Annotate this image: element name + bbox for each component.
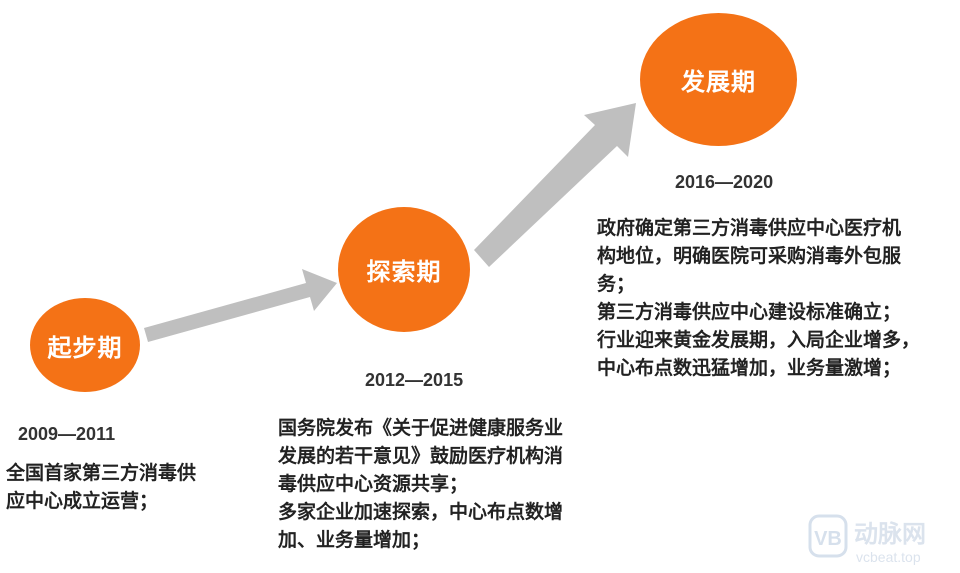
description-line: 中心布点数迅猛增加，业务量激增；	[597, 357, 902, 379]
vcbeat-watermark: VB 动脉网 vcbeat.top	[808, 514, 926, 565]
stage-circle-development: 发展期	[640, 13, 797, 146]
description-exploration: 国务院发布《关于促进健康服务业 发展的若干意见》鼓励医疗机构消 毒供应中心资源共…	[278, 414, 608, 554]
watermark-logo-box	[808, 514, 848, 558]
description-line: 应中心成立运营；	[6, 490, 159, 512]
description-line: 政府确定第三方消毒供应中心医疗机	[597, 217, 902, 239]
arrow-stage1-to-stage2	[144, 269, 337, 342]
period-exploration: 2012—2015	[365, 370, 464, 390]
description-line: 务；	[597, 273, 636, 295]
watermark-url: vcbeat.top	[856, 549, 921, 565]
description-line: 国务院发布《关于促进健康服务业	[278, 417, 564, 439]
description-line: 全国首家第三方消毒供	[6, 462, 197, 484]
stage-label-startup: 起步期	[47, 333, 123, 362]
arrow-stage2-to-stage3	[474, 103, 636, 267]
stage-label-development: 发展期	[681, 68, 756, 96]
watermark-brand: 动脉网	[854, 520, 926, 548]
description-line: 多家企业加速探索，中心布点数增	[278, 501, 564, 523]
description-line: 毒供应中心资源共享；	[278, 473, 469, 495]
description-line: 加、业务量增加；	[278, 529, 431, 551]
description-development: 政府确定第三方消毒供应中心医疗机 构地位，明确医院可采购消毒外包服 务； 第三方…	[597, 214, 957, 382]
stage-circle-exploration: 探索期	[338, 207, 470, 332]
description-startup: 全国首家第三方消毒供 应中心成立运营；	[6, 459, 236, 515]
watermark-logo-text: VB	[814, 528, 842, 550]
period-startup: 2009—2011	[18, 424, 116, 444]
period-development: 2016—2020	[675, 172, 774, 192]
description-line: 发展的若干意见》鼓励医疗机构消	[278, 445, 564, 467]
description-line: 构地位，明确医院可采购消毒外包服	[597, 245, 902, 267]
stage-circle-startup: 起步期	[30, 298, 140, 392]
description-line: 行业迎来黄金发展期，入局企业增多，	[597, 329, 921, 351]
description-line: 第三方消毒供应中心建设标准确立；	[597, 301, 902, 323]
stage-label-exploration: 探索期	[366, 258, 442, 286]
